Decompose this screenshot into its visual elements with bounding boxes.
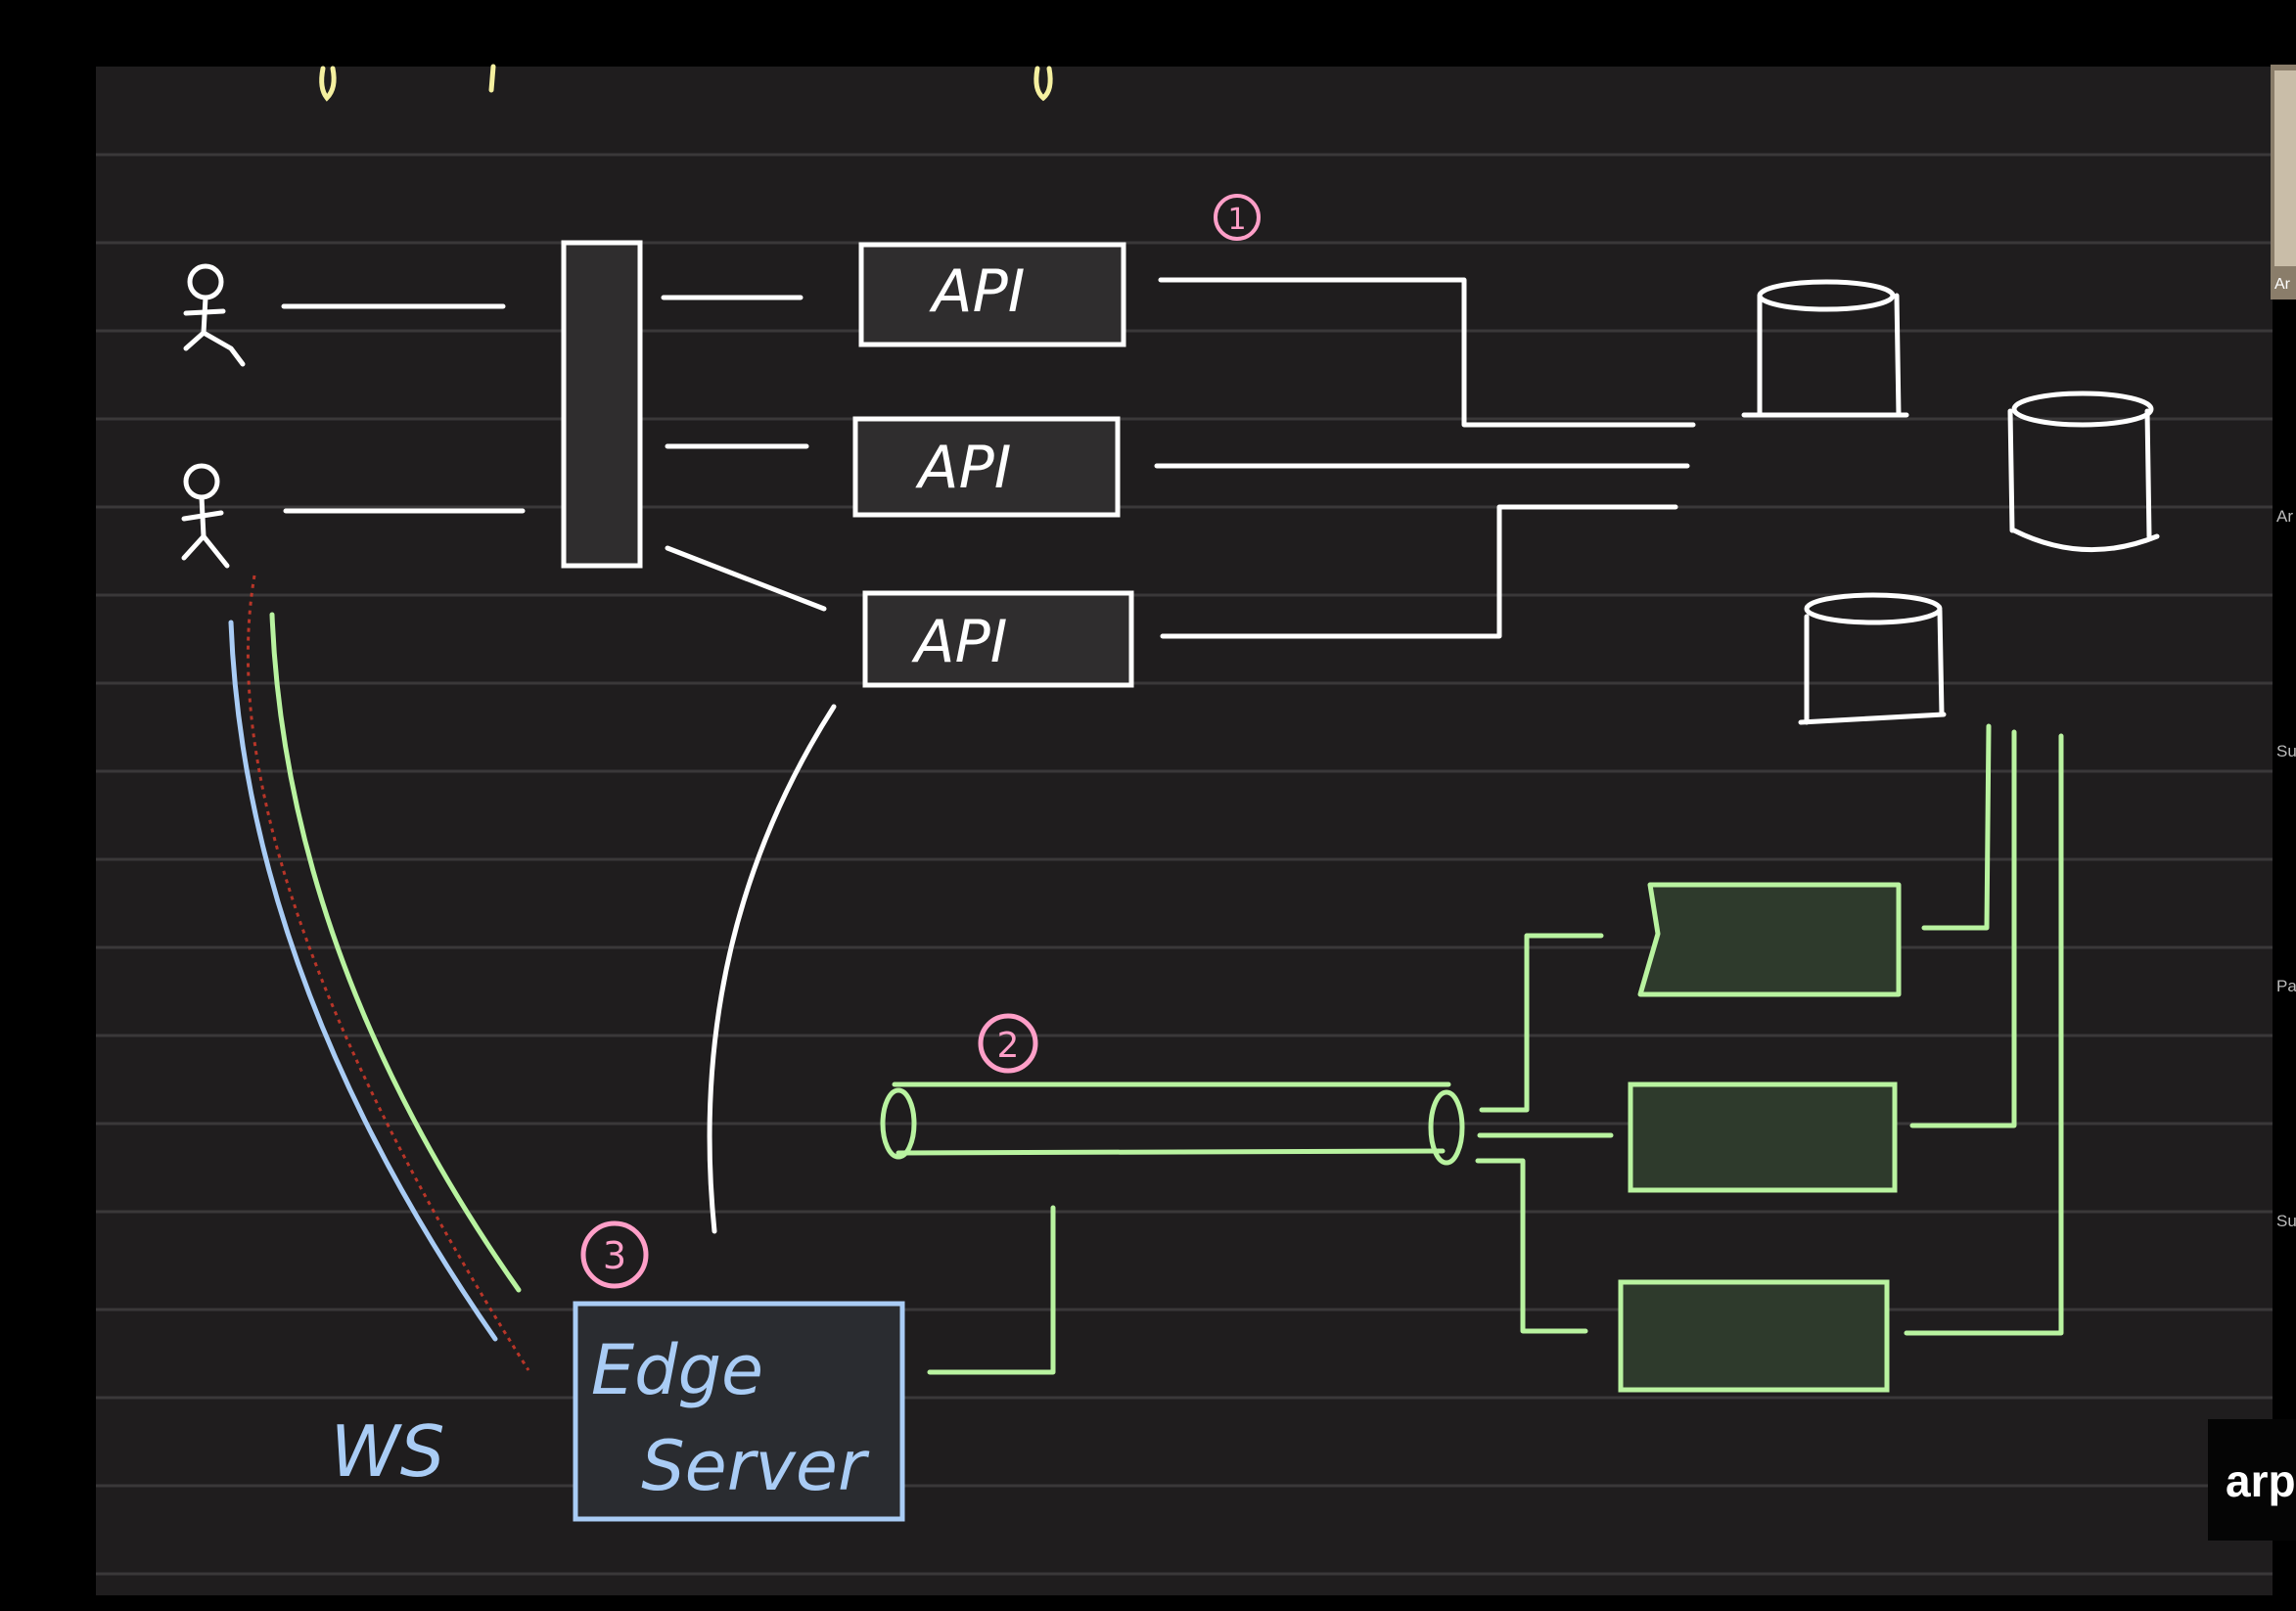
consumer-box-2 (1628, 1082, 1898, 1193)
api-to-edge-curve (707, 704, 837, 1234)
consumer-box-3 (1618, 1279, 1890, 1393)
side-panel-item-2: Su (2276, 742, 2296, 760)
ws-blue-curve (228, 620, 498, 1342)
ws-label: WS (331, 1410, 445, 1493)
api-box-3-label: API (911, 608, 1008, 676)
api-to-db-lines (1154, 277, 1696, 639)
brand-text: arp (2226, 1455, 2296, 1506)
edge-to-pipe-line (927, 1205, 1056, 1375)
participant-video-frame (2274, 70, 2296, 266)
lb-to-api-lines (661, 295, 827, 612)
database-cylinder-3 (1798, 592, 1947, 725)
edge-server-label-line2: Server (641, 1426, 870, 1506)
pipe-to-consumer-lines (1475, 933, 1614, 1334)
brand-badge: arp (2208, 1419, 2296, 1541)
participant-thumbnail-label: Ar (2274, 276, 2290, 293)
marker-3-label: 3 (603, 1234, 626, 1277)
ruled-lines (96, 153, 2273, 1576)
ws-green-curve (269, 612, 522, 1293)
marker-3: 3 (580, 1220, 649, 1289)
edge-server: Edge Server (573, 1301, 905, 1522)
side-panel-item-3: Pa (2276, 977, 2296, 995)
database-cylinder-2 (2007, 391, 2160, 553)
consumer-to-db-lines (1904, 723, 2064, 1336)
edge-server-label-line1: Edge (591, 1330, 763, 1410)
side-panel-item-4: Su (2276, 1212, 2296, 1230)
api-box-1: API (858, 242, 1126, 347)
marker-2-label: 2 (997, 1026, 1020, 1066)
user-figure-1 (183, 263, 246, 367)
marker-1-label: 1 (1227, 203, 1246, 237)
consumer-box-1 (1637, 882, 1902, 997)
top-scribbles (319, 64, 1053, 102)
participant-video-thumbnail[interactable]: Ar (2271, 65, 2296, 299)
user-connections (281, 303, 526, 514)
api-box-2: API (852, 416, 1121, 518)
api-box-2-label: API (915, 434, 1012, 502)
message-queue-pipe (880, 1082, 1465, 1166)
load-balancer (561, 240, 643, 569)
side-panel-item-1: Ar (2276, 507, 2293, 526)
marker-1: 1 (1214, 194, 1261, 241)
api-box-1-label: API (929, 257, 1026, 326)
board-background (96, 67, 2273, 1595)
marker-2: 2 (978, 1013, 1038, 1074)
user-figure-2 (181, 463, 230, 569)
database-cylinder-1 (1741, 279, 1909, 418)
api-box-3: API (862, 590, 1134, 688)
